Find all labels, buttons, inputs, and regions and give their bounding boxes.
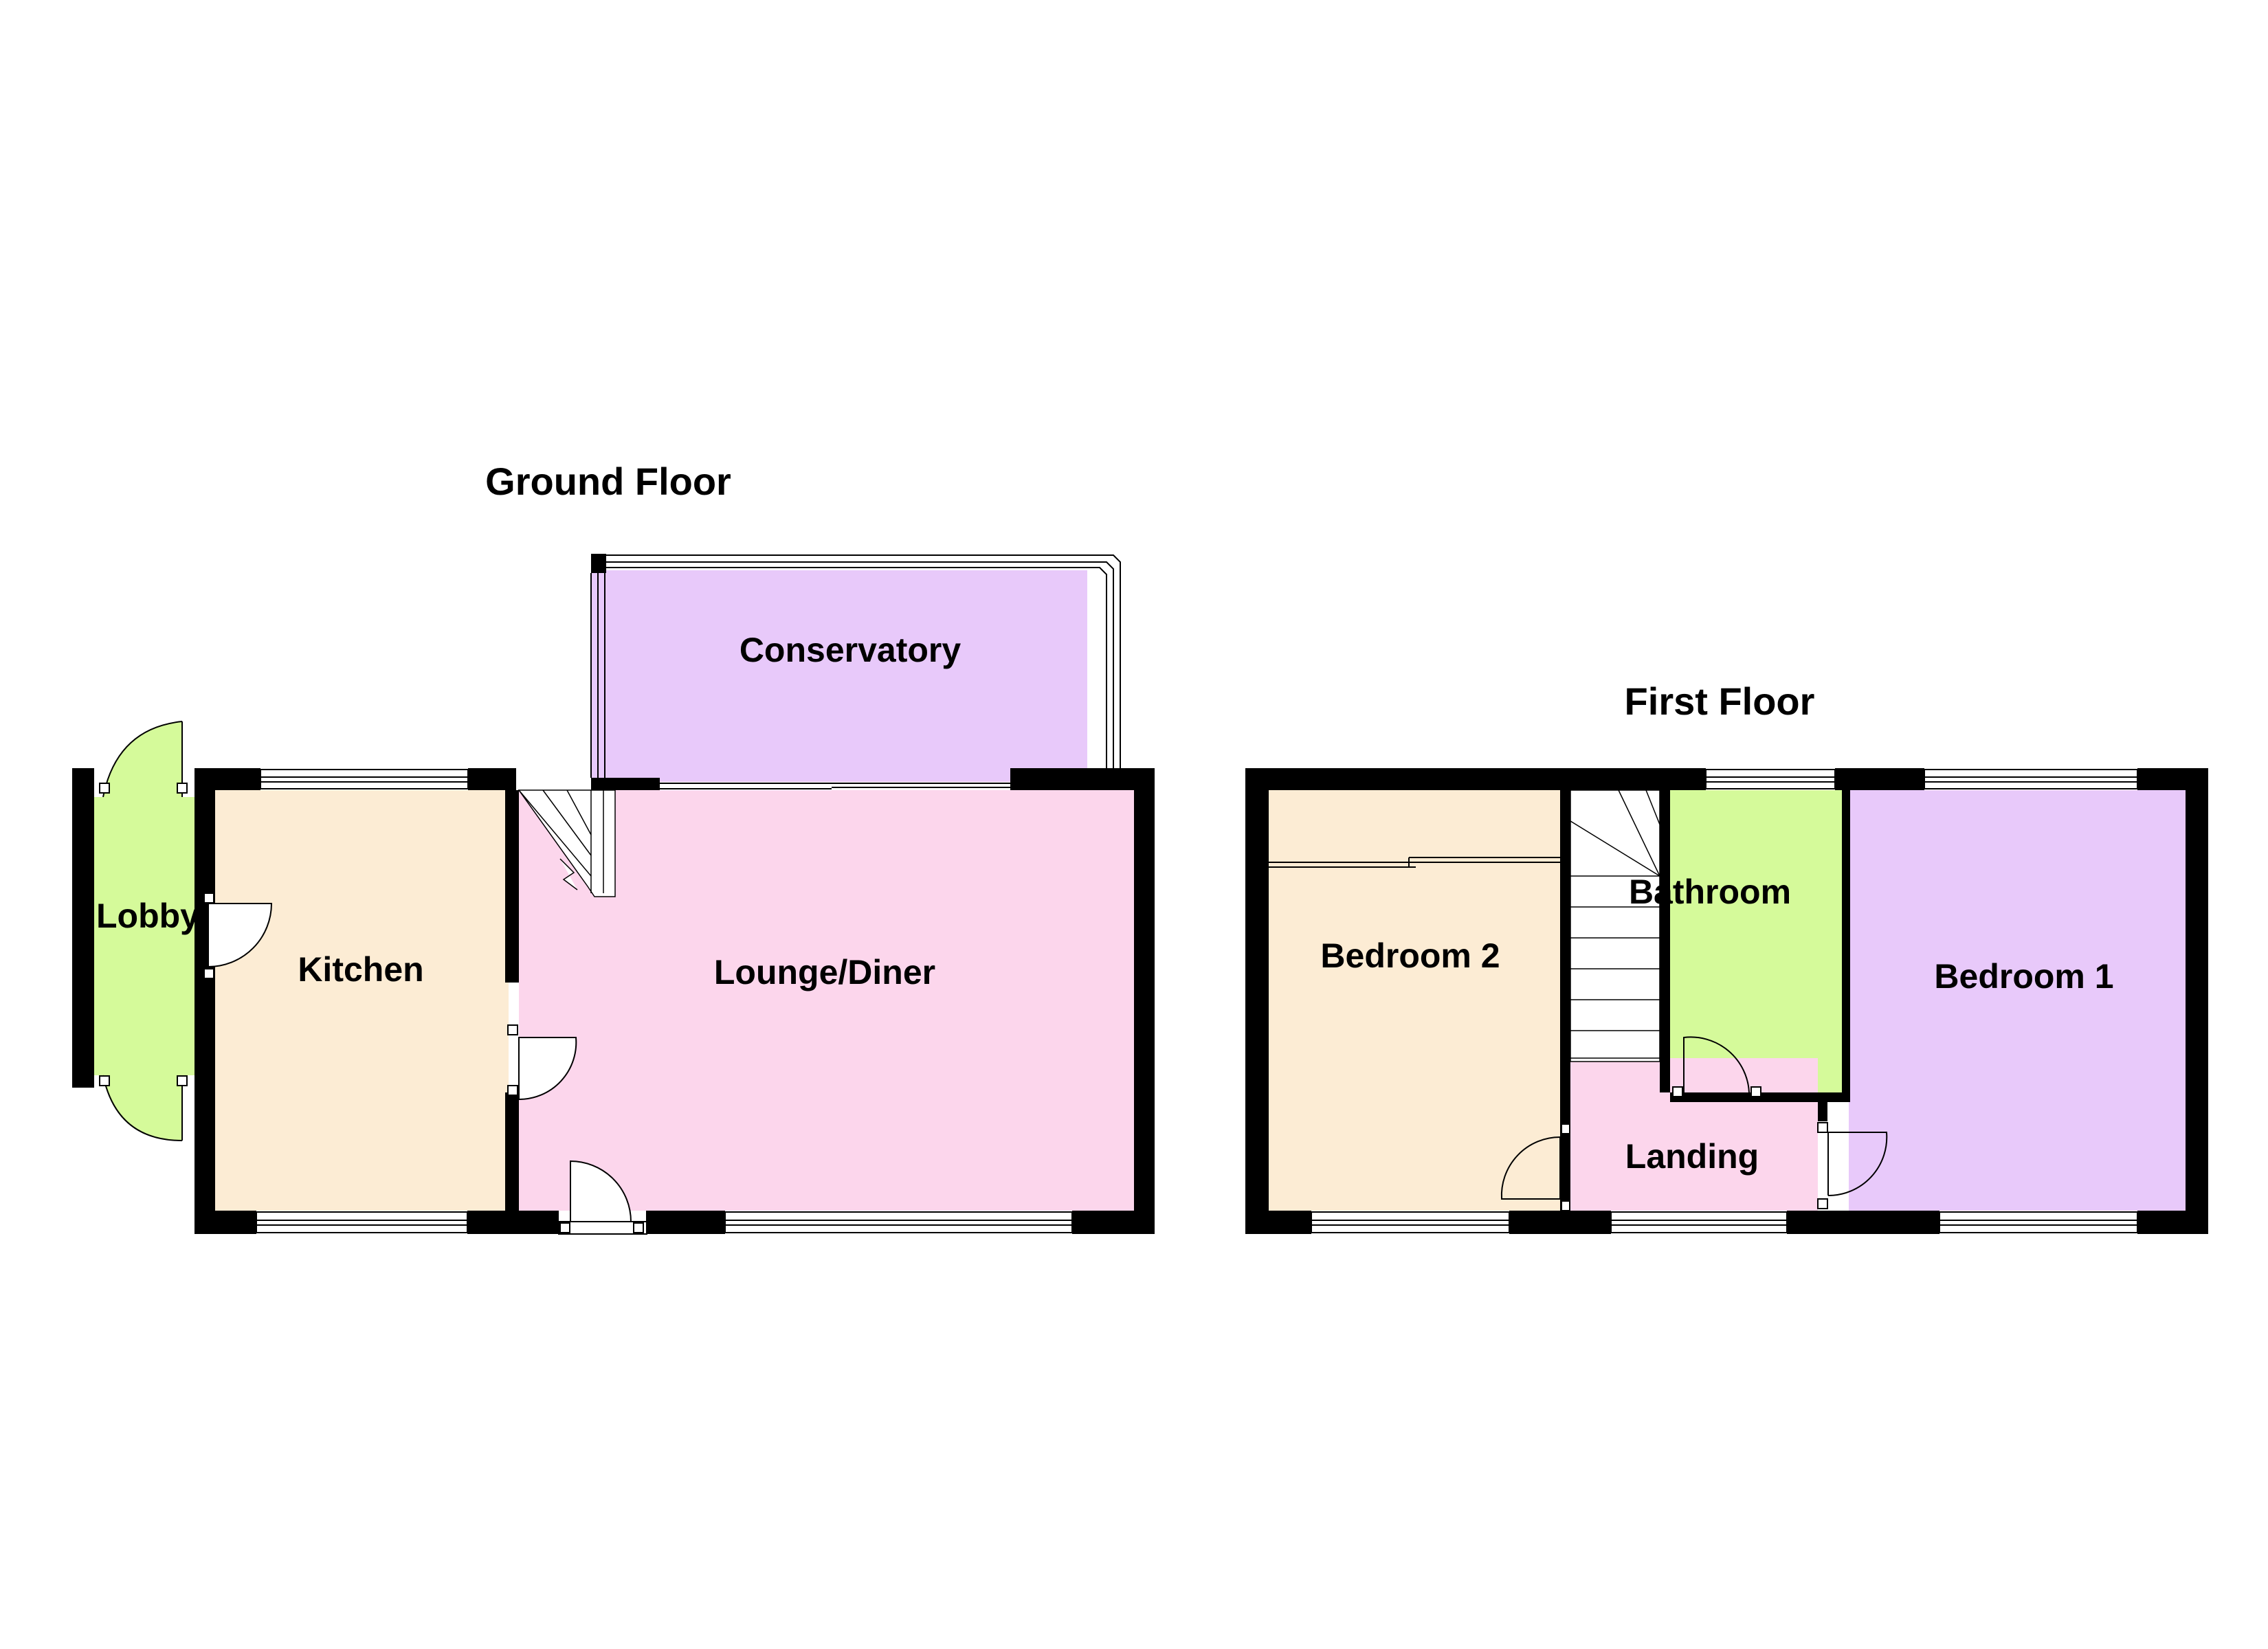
- kitchen-fill: [213, 790, 509, 1211]
- bedroom2-label: Bedroom 2: [1320, 936, 1500, 975]
- lounge-fill: [519, 790, 1134, 1211]
- lobby-door-top: [99, 721, 188, 798]
- bedroom1-door: [1817, 1122, 1888, 1209]
- bedroom2-wardrobe: [1268, 857, 1560, 868]
- landing-fill: [1570, 1058, 1818, 1211]
- bathroom-window: [1705, 769, 1836, 789]
- bedroom1-window-top: [1924, 769, 2138, 789]
- ground-staircase: [518, 789, 616, 897]
- lobby-fill: [93, 721, 199, 1141]
- lobby-door-bottom: [99, 1075, 188, 1141]
- bedroom2-door: [1500, 1123, 1570, 1211]
- first-floor: First Floor Bedroom 2 Bathroom Landing B…: [1245, 680, 2208, 1234]
- ground-floor-title: Ground Floor: [485, 460, 731, 503]
- bedroom1-fill: [1849, 790, 2186, 1211]
- landing-window: [1610, 1211, 1788, 1233]
- first-walls: [1245, 768, 2208, 1234]
- lounge-window: [724, 1211, 1073, 1233]
- conservatory-frame: [590, 554, 1121, 789]
- bedroom2-window: [1311, 1211, 1510, 1233]
- lounge-label: Lounge/Diner: [714, 953, 935, 991]
- bathroom-door: [1672, 1036, 1761, 1097]
- bedroom2-fill: [1268, 790, 1560, 1211]
- bathroom-label: Bathroom: [1629, 873, 1791, 911]
- kitchen-window-top: [260, 769, 469, 789]
- front-door: [558, 1160, 647, 1235]
- kitchen-window-bottom: [256, 1211, 468, 1233]
- conservatory-label: Conservatory: [740, 631, 961, 669]
- landing-label: Landing: [1625, 1137, 1759, 1176]
- kitchen-door: [203, 893, 273, 979]
- first-floor-title: First Floor: [1625, 680, 1815, 723]
- first-staircase: [1570, 789, 1660, 1062]
- ground-floor: Ground Floor Lobby Kitchen Lounge/Diner …: [72, 460, 1155, 1235]
- bedroom1-window-bottom: [1939, 1211, 2138, 1233]
- bathroom-fill: [1670, 790, 1842, 1092]
- conservatory-fill: [591, 570, 1087, 782]
- lobby-label: Lobby: [96, 897, 199, 935]
- kitchen-label: Kitchen: [298, 950, 423, 989]
- lounge-door: [507, 1024, 577, 1101]
- ground-walls: [72, 554, 1155, 1234]
- bedroom1-label: Bedroom 1: [1934, 957, 2113, 996]
